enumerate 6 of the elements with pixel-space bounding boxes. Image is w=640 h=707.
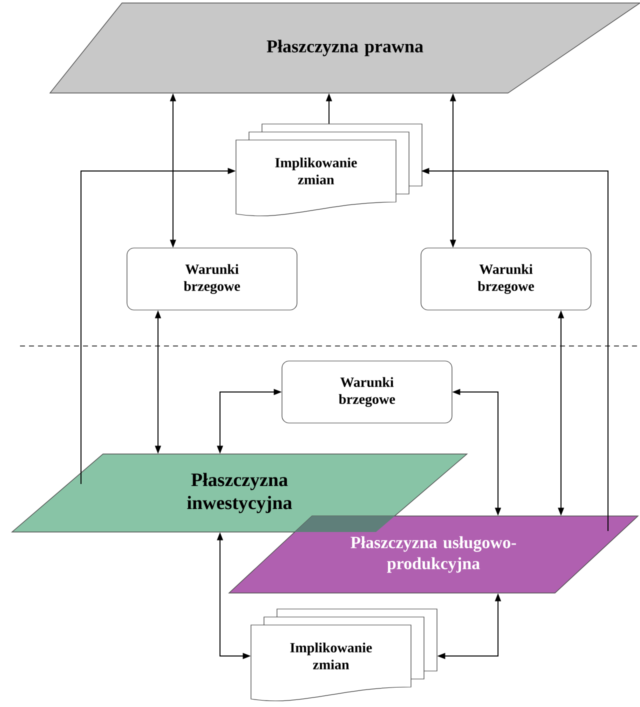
rounded-box: Warunki brzegowe — [282, 360, 452, 424]
node-label: Implikowanie zmian — [290, 642, 372, 670]
rounded-box: Warunki brzegowe — [420, 248, 592, 310]
rounded-box: Warunki brzegowe — [126, 248, 298, 310]
document-stack: Implikowanie zmian — [236, 124, 422, 216]
document-stack: Implikowanie zmian — [250, 608, 438, 702]
